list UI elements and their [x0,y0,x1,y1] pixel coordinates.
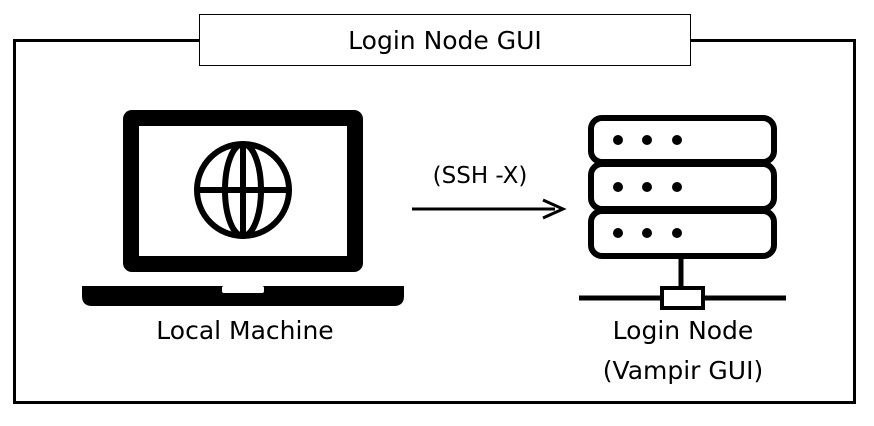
ssh-label: (SSH -X) [432,163,528,189]
login-node-label-line1: Login Node [612,316,754,345]
diagram-title: Login Node GUI [199,14,691,66]
local-machine-label: Local Machine [156,316,334,345]
login-node-label: Login Node (Vampir GUI) [533,316,833,386]
diagram-title-text: Login Node GUI [348,25,542,55]
ssh-arrow [412,198,567,220]
login-node-label-line2: (Vampir GUI) [602,356,764,385]
globe-icon [194,141,292,239]
laptop-globe-icon [82,110,404,306]
server-stack-icon [579,115,786,310]
